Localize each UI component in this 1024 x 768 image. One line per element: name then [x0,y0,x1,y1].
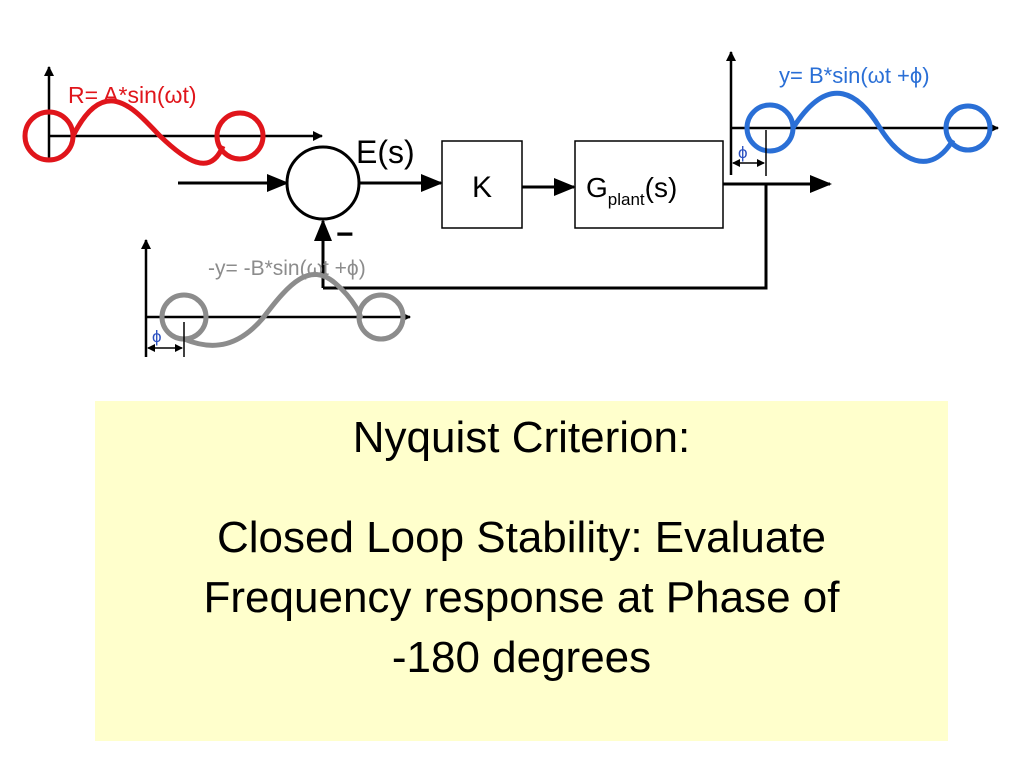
plant-block [574,140,724,229]
caption-line: Frequency response at Phase of [203,573,840,622]
controller-block [441,140,523,229]
plant-label-main: G [586,172,608,203]
caption-title: Nyquist Criterion: [352,413,691,462]
caption-body: Closed Loop Stability: Evaluate Frequenc… [102,508,942,688]
controller-label: K [472,171,492,204]
output-label: y= B*sin(ωt +ϕ) [779,63,930,88]
caption-line: Closed Loop Stability: Evaluate [216,513,827,562]
reference-sine-wave [70,98,226,166]
feedback-path [323,184,768,290]
output-signal-plot: y= B*sin(ωt +ϕ) ϕ [726,51,999,176]
reference-signal-plot: R= A*sin(ωt) [22,66,323,166]
feedback-sine-wave [183,271,363,348]
caption-line: -180 degrees [391,633,652,682]
reference-end-circle [214,110,266,162]
caption-box: Nyquist Criterion: Closed Loop Stability… [95,401,948,741]
block-diagram: R= A*sin(ωt) E(s) − K Gplant(s) y= B*sin… [22,51,999,357]
reference-label: R= A*sin(ωt) [68,82,197,108]
plant-label-sub: plant [608,190,645,209]
feedback-phase-symbol: ϕ [152,327,162,346]
plant-label: Gplant(s) [586,172,677,209]
output-end-circle [943,103,993,153]
plant-label-arg: (s) [645,172,678,203]
feedback-label: -y= -B*sin(ωt +ϕ) [208,257,366,280]
minus-sign: − [336,218,354,251]
output-phase-symbol: ϕ [738,143,748,162]
feedback-end-circle [356,292,406,342]
output-sine-wave [790,90,956,164]
feedback-signal-plot: -y= -B*sin(ωt +ϕ) ϕ [141,239,411,357]
summing-junction [285,145,361,221]
error-label: E(s) [356,134,415,170]
